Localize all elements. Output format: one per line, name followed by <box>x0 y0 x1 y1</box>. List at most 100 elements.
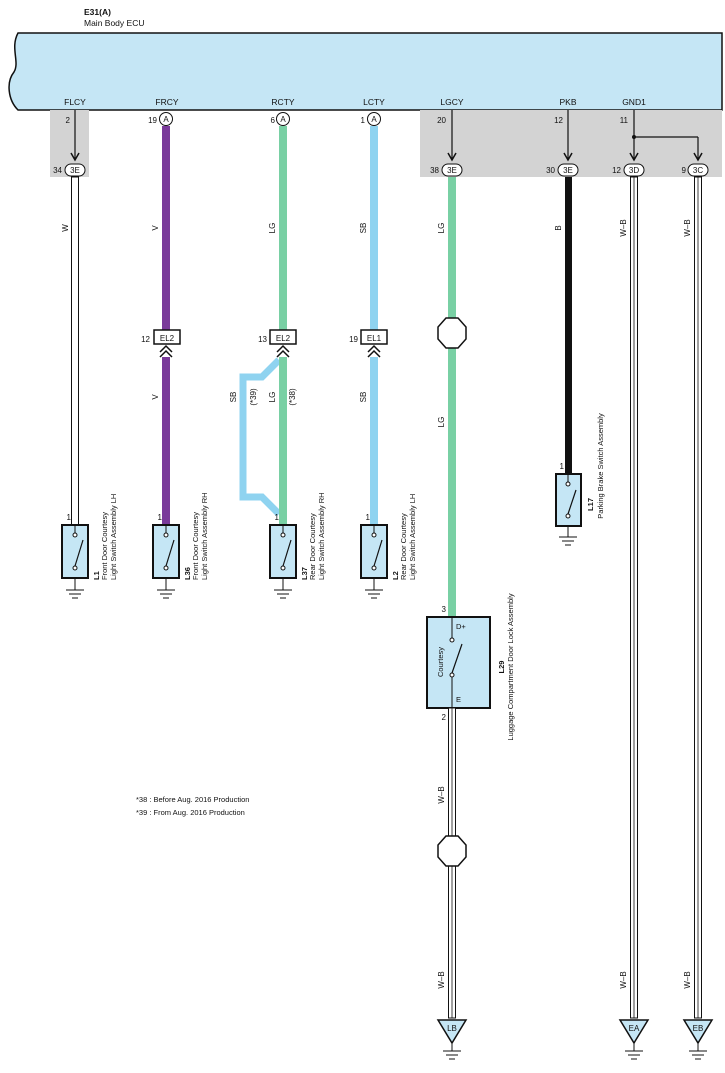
double-chevron-icon <box>276 344 290 358</box>
arrow-icon <box>629 152 639 162</box>
wire-v-upper <box>162 126 170 330</box>
arrow-icon <box>447 152 457 162</box>
inline-pin-13: 13 <box>258 335 267 344</box>
l29-name: Luggage Compartment Door Lock Assembly <box>506 593 515 740</box>
l29-code: L29 <box>497 661 506 674</box>
svg-text:EL1: EL1 <box>367 334 382 343</box>
l2-pin: 1 <box>366 513 371 522</box>
wire-sb-upper <box>370 126 378 330</box>
ecu-pin-flcy: 2 <box>66 116 71 125</box>
svg-text:SB: SB <box>359 392 368 403</box>
joint-connector-octagon <box>437 317 467 349</box>
signal-flcy: FLCY <box>64 97 86 107</box>
ground-icon <box>689 1050 707 1060</box>
l17-name: Parking Brake Switch Assembly <box>596 413 605 519</box>
pin-badge-a <box>367 112 381 126</box>
l2-name-line2: Light Switch Assembly LH <box>408 494 417 580</box>
svg-text:A: A <box>280 115 286 124</box>
ground-icon <box>157 589 175 599</box>
l1-code: L1 <box>92 571 101 580</box>
switch-contact-icon <box>74 539 84 567</box>
junction-pin-38: 38 <box>430 166 439 175</box>
ecu-name: Main Body ECU <box>84 18 144 28</box>
signal-pkb: PKB <box>559 97 576 107</box>
l17-pin: 1 <box>560 462 565 471</box>
inline-pin-19: 19 <box>349 335 358 344</box>
signal-frcy: FRCY <box>155 97 178 107</box>
double-chevron-icon <box>367 344 381 358</box>
signal-lgcy: LGCY <box>440 97 463 107</box>
l17-code: L17 <box>586 498 595 511</box>
svg-text:3E: 3E <box>447 166 457 175</box>
switch-contact-icon <box>165 539 175 567</box>
svg-text:LG: LG <box>437 223 446 234</box>
l1-name-line2: Light Switch Assembly LH <box>109 494 118 580</box>
wire-v-lower <box>162 357 170 525</box>
signal-lcty: LCTY <box>363 97 385 107</box>
pin-badge-a <box>276 112 290 126</box>
svg-text:LG: LG <box>268 392 277 403</box>
svg-text:W–B: W–B <box>683 971 692 988</box>
svg-text:3E: 3E <box>70 166 80 175</box>
svg-text:Courtesy: Courtesy <box>436 647 445 677</box>
signal-gnd1: GND1 <box>622 97 646 107</box>
svg-text:EB: EB <box>693 1024 704 1033</box>
ecu-pin-gnd1: 11 <box>620 116 629 125</box>
double-chevron-icon <box>159 344 173 358</box>
ground-point-eb <box>682 1019 714 1045</box>
ground-icon <box>443 1050 461 1060</box>
svg-text:(*39): (*39) <box>249 388 258 406</box>
l29-pin-top: 3 <box>442 605 447 614</box>
l1-name-line1: Front Door Courtesy <box>100 512 109 580</box>
l37-pin: 1 <box>275 513 280 522</box>
svg-text:SB: SB <box>229 392 238 403</box>
switch-contact-icon <box>282 539 292 567</box>
ground-icon <box>365 589 383 599</box>
ecu-pin-frcy: 19 <box>148 116 157 125</box>
wire-sb-alternate <box>239 357 282 517</box>
signal-rcty: RCTY <box>271 97 294 107</box>
junction-3e-lgcy <box>441 163 463 177</box>
svg-text:EL2: EL2 <box>276 334 291 343</box>
arrow-icon <box>693 152 703 162</box>
l36-name-line2: Light Switch Assembly RH <box>200 492 209 580</box>
l37-name-line2: Light Switch Assembly RH <box>317 492 326 580</box>
svg-text:EA: EA <box>629 1024 640 1033</box>
svg-text:3E: 3E <box>563 166 573 175</box>
ground-point-ea <box>618 1019 650 1045</box>
l36-code: L36 <box>183 567 192 580</box>
ground-icon <box>625 1050 643 1060</box>
junction-pin-9: 9 <box>682 166 687 175</box>
switch-contact-icon <box>451 643 463 674</box>
wire-lg-lower <box>279 357 287 525</box>
ecu-code: E31(A) <box>84 7 111 17</box>
junction-pin-30: 30 <box>546 166 555 175</box>
junction-3e-flcy <box>64 163 86 177</box>
l1-pin: 1 <box>67 513 72 522</box>
junction-pin-12: 12 <box>612 166 621 175</box>
ground-icon <box>274 589 292 599</box>
junction-3d <box>623 163 645 177</box>
svg-text:W–B: W–B <box>619 971 628 988</box>
switch-contact-icon <box>373 539 383 567</box>
svg-text:W–B: W–B <box>683 219 692 236</box>
note-39: *39 : From Aug. 2016 Production <box>136 808 245 817</box>
ecu-pin-lgcy: 20 <box>437 116 446 125</box>
connector-el1-lcty <box>360 329 388 345</box>
connector-el2-rcty <box>269 329 297 345</box>
svg-text:LG: LG <box>437 417 446 428</box>
note-38: *38 : Before Aug. 2016 Production <box>136 795 249 804</box>
wire-lg-upper <box>279 126 287 330</box>
wire-lg <box>448 177 456 617</box>
l36-name-line1: Front Door Courtesy <box>191 512 200 580</box>
main-body-ecu <box>8 32 723 111</box>
wire-w <box>71 176 79 526</box>
svg-text:D+: D+ <box>456 622 466 631</box>
svg-text:LB: LB <box>447 1024 457 1033</box>
l2-name-line1: Rear Door Courtesy <box>399 513 408 580</box>
ecu-pin-pkb: 12 <box>554 116 563 125</box>
l37-name-line1: Rear Door Courtesy <box>308 513 317 580</box>
svg-text:W–B: W–B <box>437 971 446 988</box>
switch-contact-icon <box>567 489 577 515</box>
